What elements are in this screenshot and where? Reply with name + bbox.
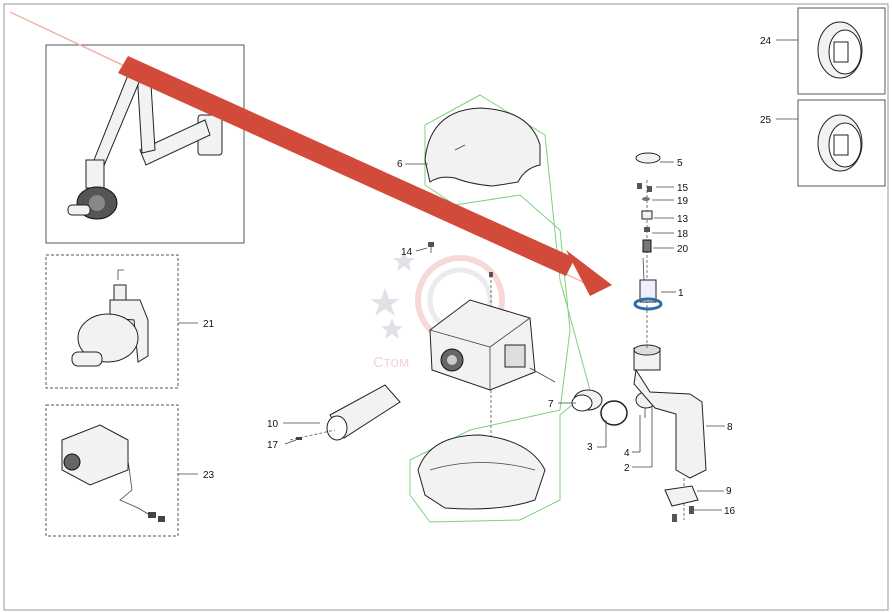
screw-center <box>489 272 493 277</box>
nut-18 <box>644 227 650 232</box>
callout-17: 17 <box>267 440 279 451</box>
collar-24-illustration <box>817 21 863 79</box>
watermark-text: Стом <box>373 354 409 371</box>
callout-7: 7 <box>548 399 554 410</box>
callout-24: 24 <box>760 36 772 47</box>
callout-23: 23 <box>203 470 215 481</box>
callout-6: 6 <box>397 159 403 170</box>
block-13 <box>641 210 653 220</box>
callout-13: 13 <box>677 214 689 225</box>
callout-15: 15 <box>677 183 689 194</box>
callout-1: 1 <box>678 288 684 299</box>
inset-box-21 <box>45 254 179 389</box>
spring-20 <box>642 239 652 253</box>
bottom-cover <box>417 434 546 510</box>
clamp-9 <box>664 485 699 507</box>
callout-16: 16 <box>724 506 736 517</box>
leader-lines <box>178 39 798 511</box>
top-cover-6 <box>424 107 541 187</box>
arm-assembly-illustration <box>67 67 223 220</box>
inset-box-23 <box>45 404 179 537</box>
ring-3 <box>600 400 628 426</box>
callout-25: 25 <box>760 115 772 126</box>
screw-16 <box>689 506 694 514</box>
callout-10: 10 <box>267 419 279 430</box>
callout-18: 18 <box>677 229 689 240</box>
washer-19 <box>642 197 650 201</box>
page-frame <box>3 3 889 611</box>
elbow-arm-8 <box>633 344 707 479</box>
screw-15a <box>637 183 642 189</box>
head-assembly-21-illustration <box>71 269 149 367</box>
ring-5 <box>635 152 661 164</box>
callout-2: 2 <box>624 463 630 474</box>
callout-5: 5 <box>677 158 683 169</box>
callout-3: 3 <box>587 442 593 453</box>
callout-20: 20 <box>677 244 689 255</box>
screw-17 <box>296 437 302 440</box>
callout-21: 21 <box>203 319 215 330</box>
cone-tube-10 <box>326 384 401 441</box>
ring-7 <box>571 389 603 412</box>
callout-9: 9 <box>726 486 732 497</box>
tube-head-23-illustration <box>61 424 165 522</box>
callout-8: 8 <box>727 422 733 433</box>
callout-14: 14 <box>401 247 413 258</box>
collar-25-illustration <box>817 114 863 172</box>
tube-head-main <box>429 299 556 391</box>
screw-15b <box>647 186 652 192</box>
sleeve-1-highlighted <box>633 257 663 311</box>
red-arrow-pointer <box>9 11 612 296</box>
screw-14 <box>428 242 434 253</box>
callout-19: 19 <box>677 196 689 207</box>
screw-16b <box>672 514 677 522</box>
callout-4: 4 <box>624 448 630 459</box>
